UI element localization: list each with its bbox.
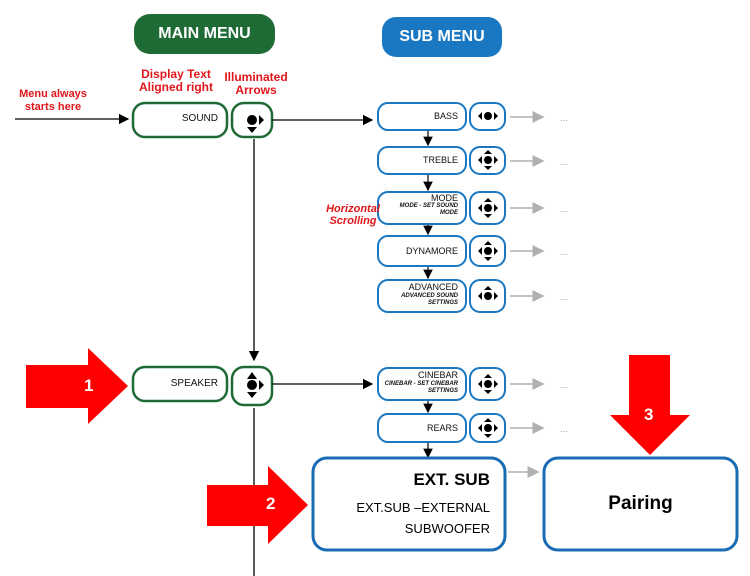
sub-item-cinebar-sub: CINEBAR - SET CINEBAR SETTINGS — [384, 381, 458, 394]
sub-menu-header: SUB MENU — [382, 17, 502, 57]
main-item-speaker-box[interactable] — [131, 365, 229, 403]
annotation-start: Menu always starts here — [19, 88, 87, 113]
main-item-speaker-label: SPEAKER — [170, 378, 218, 389]
four-way-arrow-icon — [478, 286, 498, 300]
sub-item-dynamore-box[interactable] — [377, 235, 467, 267]
four-way-arrow-icon — [478, 241, 498, 261]
annotation-display-text: Display Text Aligned right — [139, 67, 213, 94]
ellipsis: ... — [560, 247, 568, 257]
callout-arrow-3 — [610, 355, 690, 455]
four-way-arrow-icon — [247, 372, 264, 398]
ellipsis: ... — [560, 113, 568, 123]
callout-arrow-1 — [26, 348, 128, 424]
annotation-horizontal: Horizontal Scrolling — [326, 203, 380, 227]
sub-item-mode-box[interactable] — [377, 191, 467, 225]
sub-item-mode-label: MODE — [431, 193, 458, 203]
sub-item-cinebar-box[interactable] — [377, 367, 467, 401]
callout-number-1: 1 — [84, 376, 94, 395]
sub-arrow-icons — [478, 112, 498, 438]
callout-arrow-2 — [207, 466, 308, 544]
main-menu-header: MAIN MENU — [134, 14, 275, 54]
sound-submenu — [377, 102, 506, 313]
four-way-arrow-icon — [478, 112, 498, 120]
four-way-arrow-icon — [478, 374, 498, 394]
four-way-arrow-icon — [478, 150, 498, 170]
sub-item-dynamore-label: DYNAMORE — [405, 246, 458, 256]
ellipsis: ... — [560, 204, 568, 214]
main-item-sound-label: SOUND — [181, 113, 218, 124]
sub-item-advanced-label: ADVANCED — [408, 282, 458, 292]
pairing-label: Pairing — [608, 493, 673, 514]
four-way-arrow-icon — [478, 198, 498, 218]
sub-item-mode-sub: MODE - SET SOUND MODE — [399, 203, 458, 216]
sub-item-advanced-sub: ADVANCED SOUND SETTINGS — [401, 293, 458, 306]
sub-item-cinebar-label: CINEBAR — [417, 370, 458, 380]
ellipsis: ... — [560, 157, 568, 167]
callout-number-2: 2 — [266, 494, 276, 513]
ellipsis: ... — [560, 380, 568, 390]
four-way-arrow-icon — [478, 418, 498, 438]
callout-number-3: 3 — [644, 405, 654, 424]
ellipsis: ... — [560, 424, 568, 434]
sub-item-bass-label: BASS — [433, 111, 458, 121]
sub-item-treble-label: TREBLE — [422, 155, 458, 165]
sub-item-advanced-box[interactable] — [377, 279, 467, 313]
ext-sub-box[interactable] — [311, 456, 507, 552]
ext-sub-line2: SUBWOOFER — [404, 521, 490, 536]
sub-item-rears-label: REARS — [426, 423, 458, 433]
annotation-illuminated: Illuminated Arrows — [224, 70, 288, 97]
sub-item-bass-box[interactable] — [377, 102, 467, 131]
main-item-sound-box[interactable] — [131, 101, 229, 139]
gray-arrows — [508, 111, 545, 478]
sub-item-treble-box[interactable] — [377, 146, 467, 175]
sub-item-rears-box[interactable] — [377, 413, 467, 443]
ext-sub-title: EXT. SUB — [413, 470, 490, 489]
ext-sub-line1: EXT.SUB –EXTERNAL — [356, 500, 490, 515]
ellipsis: ... — [560, 292, 568, 302]
four-way-arrow-icon — [247, 115, 264, 133]
pairing-box[interactable] — [542, 456, 739, 552]
